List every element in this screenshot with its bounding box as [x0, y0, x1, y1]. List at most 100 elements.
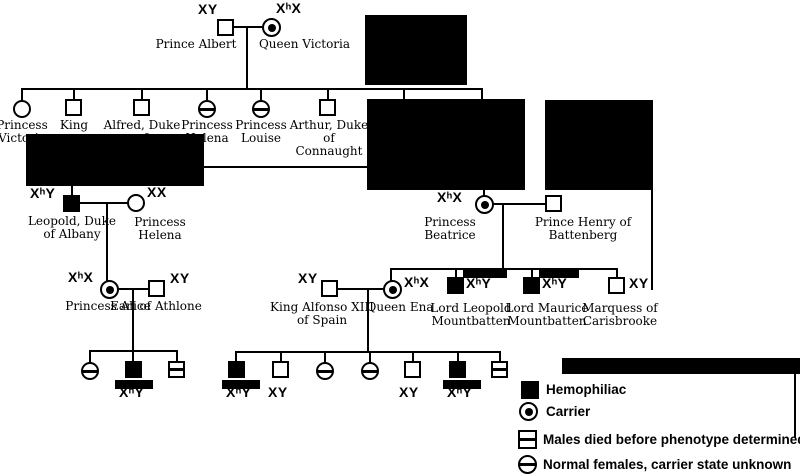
hemophiliac-square-icon	[447, 277, 464, 294]
descent-line	[235, 351, 237, 362]
person-name: King	[59, 118, 89, 132]
hemophiliac-square-icon	[63, 195, 80, 212]
descent-line	[531, 268, 533, 278]
genotype-label: XY	[629, 275, 649, 291]
legend-label: Males died before phenotype determined	[543, 432, 800, 447]
hemophiliac-square-icon	[523, 277, 540, 294]
descent-line	[455, 268, 457, 278]
marriage-line	[234, 26, 262, 28]
person-name: Queen Victoria	[258, 37, 351, 51]
carrier-circle-icon	[383, 280, 402, 299]
male-square-icon	[545, 195, 562, 212]
person-name: Queen Ena	[366, 300, 434, 314]
person-name: King Alfonso XIII of Spain	[270, 300, 374, 327]
descent-line	[89, 350, 91, 363]
genotype-label: XʰY	[542, 275, 568, 291]
descent-line	[390, 268, 392, 282]
legend-border-line	[794, 374, 796, 438]
descent-line	[481, 88, 483, 100]
descent-line	[206, 88, 208, 100]
genotype-label: XY	[399, 384, 419, 400]
descent-line	[280, 351, 282, 362]
person-name: Prince Henry of Battenberg	[534, 215, 632, 242]
descent-line	[132, 288, 134, 352]
descent-line	[73, 88, 75, 100]
hemophiliac-square-icon	[449, 361, 466, 378]
descent-line	[457, 351, 459, 362]
genotype-label: XʰX	[276, 0, 302, 16]
descent-line	[324, 351, 326, 363]
person-name: Prince Albert	[155, 37, 237, 51]
genotype-label: XʰY	[30, 185, 56, 201]
descent-line	[412, 351, 414, 362]
genotype-label: XʰX	[437, 189, 463, 205]
genotype-label: XY	[170, 270, 190, 286]
person-name: Princess Alice	[65, 299, 151, 313]
male-square-icon	[608, 277, 625, 294]
person-name: Princess Louise	[235, 118, 287, 145]
genotype-label: XY	[298, 270, 318, 286]
descent-line	[499, 351, 501, 362]
descent-line	[483, 188, 485, 197]
connector-line	[651, 188, 653, 290]
redaction-box	[115, 380, 153, 389]
redaction-box	[443, 380, 481, 389]
barred-circle-icon	[316, 362, 334, 380]
marriage-line	[338, 288, 385, 290]
descent-line	[106, 202, 108, 282]
descent-line	[327, 88, 329, 100]
female-circle-icon	[127, 194, 145, 212]
person-name: Leopold, Duke of Albany	[27, 214, 117, 241]
carrier-circle-icon	[100, 280, 119, 299]
legend-label: Normal females, carrier state unknown	[543, 457, 792, 472]
barred-square-icon	[491, 361, 508, 378]
person-name: Arthur, Duke of Connaught	[289, 118, 369, 158]
descent-line	[260, 88, 262, 100]
barred-circle-icon	[198, 100, 216, 118]
genotype-label: XX	[147, 184, 167, 200]
sibling-line	[21, 88, 483, 90]
male-square-icon	[404, 361, 421, 378]
barred-square-icon	[168, 361, 185, 378]
descent-line	[132, 350, 134, 362]
genotype-label: XʰY	[466, 275, 492, 291]
male-square-icon	[65, 99, 82, 116]
person-name: Earl of Athlone	[110, 299, 202, 313]
legend-label: Carrier	[546, 404, 591, 419]
genotype-label: XY	[268, 384, 288, 400]
descent-line	[141, 88, 143, 100]
sibling-line	[235, 351, 501, 353]
person-name: Lord Leopold Mountbatten	[430, 301, 512, 328]
descent-line	[403, 88, 405, 100]
descent-line	[176, 350, 178, 363]
legend-label: Hemophiliac	[546, 382, 627, 397]
redaction-box	[222, 380, 260, 389]
barred-circle-icon	[518, 455, 537, 474]
hemophiliac-square-icon	[521, 381, 539, 399]
descent-line	[369, 351, 371, 363]
male-square-icon	[319, 99, 336, 116]
redaction-box	[26, 134, 204, 186]
descent-line	[71, 184, 73, 196]
barred-square-icon	[518, 430, 537, 449]
redaction-box	[367, 99, 525, 190]
genotype-label: XY	[198, 1, 218, 17]
carrier-circle-icon	[475, 195, 494, 214]
person-name: Princess Helena	[134, 215, 186, 242]
barred-circle-icon	[361, 362, 379, 380]
redaction-box	[463, 269, 507, 278]
genotype-label: XʰX	[68, 269, 94, 285]
person-name: Marquess of Carisbrooke	[582, 301, 658, 328]
descent-line	[246, 26, 248, 90]
male-square-icon	[148, 280, 165, 297]
descent-line	[21, 88, 23, 100]
descent-line	[367, 288, 369, 353]
male-square-icon	[217, 19, 234, 36]
female-circle-icon	[13, 100, 31, 118]
male-square-icon	[321, 280, 338, 297]
descent-line	[502, 203, 504, 270]
genotype-label: XʰX	[404, 274, 430, 290]
redaction-box	[365, 15, 467, 85]
hemophiliac-square-icon	[125, 361, 142, 378]
